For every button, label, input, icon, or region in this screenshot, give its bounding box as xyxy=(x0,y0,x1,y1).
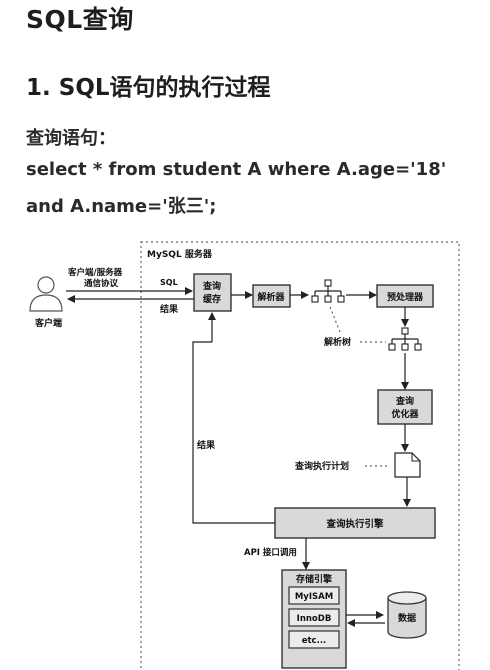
engine-item-box xyxy=(288,630,340,649)
data-label: 数据 xyxy=(398,612,416,624)
query-label: 查询语句： xyxy=(26,128,116,149)
parse-tree-icon xyxy=(311,279,345,303)
parser-box xyxy=(252,284,291,308)
engine-item-label: MyISAM xyxy=(295,592,333,602)
parser-label: 解析器 xyxy=(257,291,285,303)
page-title: SQL查询 xyxy=(26,5,134,34)
query-line-1: select * from student A where A.age='18' xyxy=(26,159,447,180)
database-icon xyxy=(387,591,427,639)
result-label-left: 结果 xyxy=(197,439,216,451)
query-cache-box xyxy=(193,273,232,312)
engine-item-box xyxy=(288,608,340,627)
engine-item-label: InnoDB xyxy=(297,614,332,624)
execution-plan-label: 查询执行计划 xyxy=(294,460,349,472)
parse-tree-label: 解析树 xyxy=(324,336,351,348)
parse-tree-icon-2 xyxy=(388,327,422,351)
query-cache-label-2: 缓存 xyxy=(203,293,221,305)
server-title: MySQL 服务器 xyxy=(147,248,213,260)
result-label-top: 结果 xyxy=(160,303,179,315)
protocol-label-2: 通信协议 xyxy=(84,278,119,289)
storage-engine-label: 存储引擎 xyxy=(296,573,332,585)
query-line-2: and A.name='张三'; xyxy=(26,196,217,217)
client-icon xyxy=(29,276,63,312)
preprocessor-label: 预处理器 xyxy=(387,291,424,303)
parse-tree-pointer-1 xyxy=(329,306,341,333)
sql-execution-diagram: MySQL 服务器 客户端 客户端/服务器 通信协议 SQL 结果 查询 缓存 … xyxy=(0,225,490,670)
execution-engine-label: 查询执行引擎 xyxy=(325,518,384,530)
optimizer-label-2: 优化器 xyxy=(391,408,419,420)
protocol-label-1: 客户端/服务器 xyxy=(67,267,123,278)
optimizer-box xyxy=(377,389,433,425)
server-boundary xyxy=(140,241,460,670)
sql-label: SQL xyxy=(160,278,178,287)
client-label: 客户端 xyxy=(34,317,62,329)
api-label: API 接口调用 xyxy=(244,547,297,558)
engine-item-box xyxy=(288,586,340,605)
result-return-path xyxy=(192,341,275,524)
engine-item-label: etc... xyxy=(302,636,327,646)
execution-plan-doc-icon xyxy=(394,452,421,478)
optimizer-label-1: 查询 xyxy=(395,395,414,407)
query-cache-label-1: 查询 xyxy=(202,280,221,292)
section-heading: 1. SQL语句的执行过程 xyxy=(26,75,271,101)
